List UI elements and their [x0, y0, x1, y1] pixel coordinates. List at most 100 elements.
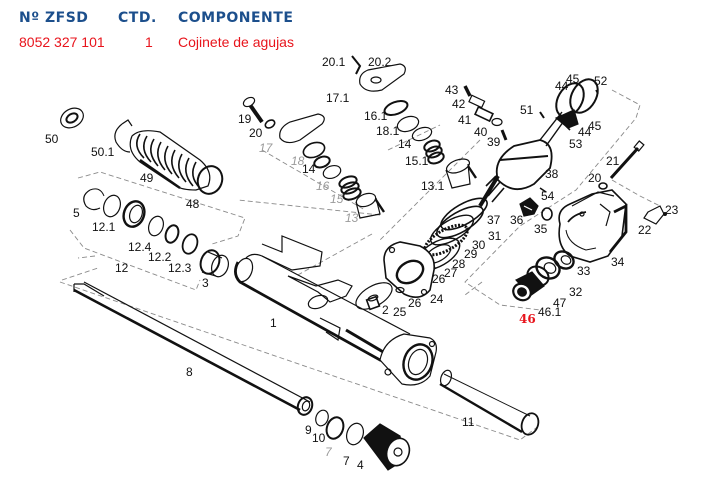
- callout-38: 38: [545, 167, 559, 181]
- part-50-seal: [60, 107, 84, 129]
- callout-7: 7: [325, 445, 332, 459]
- callout-12-1: 12.1: [92, 220, 116, 234]
- part-2-plug: [365, 294, 381, 311]
- callout-45: 45: [588, 119, 602, 133]
- callout-4: 4: [357, 458, 364, 472]
- callout-17: 17: [259, 141, 273, 155]
- part-12-bushing: [122, 200, 146, 228]
- part-20-nut: [598, 182, 608, 190]
- part-17-1-hole: [370, 76, 382, 84]
- part-3-bushing: [199, 249, 230, 278]
- part-7-ring: [345, 422, 365, 446]
- callout-20-1: 20.1: [322, 55, 346, 69]
- part-51-pin: [539, 111, 545, 119]
- callout-39: 39: [487, 135, 501, 149]
- callout-50: 50: [45, 132, 59, 146]
- callout-50-1: 50.1: [91, 145, 115, 159]
- part-39-pin: [500, 129, 508, 141]
- part-43-screw: [463, 85, 472, 97]
- part-20-bolt: [351, 55, 362, 75]
- callout-41: 41: [458, 113, 472, 127]
- part-29-bearing: [423, 223, 469, 257]
- callout-47: 47: [553, 296, 567, 310]
- part-14-ring: [313, 155, 331, 169]
- part-13-pressure-pad: [355, 192, 385, 219]
- callout-16: 16: [316, 179, 330, 193]
- callout-16-1: 16.1: [364, 109, 388, 123]
- part-17-cover: [279, 113, 325, 144]
- callout-52: 52: [594, 74, 608, 88]
- callout-48: 48: [186, 197, 200, 211]
- part-40-washer: [491, 117, 503, 127]
- callout-40: 40: [474, 125, 488, 139]
- callout-3: 3: [202, 276, 209, 290]
- part-42-clip: [468, 94, 486, 109]
- part-15-spring: [338, 175, 362, 201]
- callout-44: 44: [578, 125, 592, 139]
- part-15-1-spring: [423, 139, 445, 165]
- part-54-clip: [539, 187, 547, 193]
- column-header-component: COMPONENTE: [178, 10, 294, 26]
- part-9-ring: [315, 409, 329, 427]
- callout-23: 23: [665, 203, 679, 217]
- part-11-tube: [439, 369, 540, 436]
- callout-26: 26: [432, 272, 446, 286]
- part-number-value: 8052 327 101: [19, 34, 105, 50]
- callout-35: 35: [534, 222, 548, 236]
- part-18-cap: [302, 141, 326, 159]
- callout-20-2: 20.2: [368, 55, 392, 69]
- callout-14: 14: [302, 162, 316, 176]
- callout-13: 13: [345, 211, 359, 225]
- callout-34: 34: [611, 255, 625, 269]
- callout-24: 24: [430, 292, 444, 306]
- callout-44: 44: [555, 79, 569, 93]
- part-16-ring: [322, 164, 342, 180]
- callout-29: 29: [464, 247, 478, 261]
- part-8-rack: [73, 281, 314, 416]
- part-14-ring-upper: [411, 126, 433, 142]
- callout-46-1: 46.1: [538, 305, 562, 319]
- callout-7: 7: [343, 454, 350, 468]
- column-header-part-number: Nº ZFSD: [19, 10, 89, 26]
- part-30-ring: [429, 214, 475, 246]
- callout-18-1: 18.1: [376, 124, 400, 138]
- part-49-boot: [129, 130, 211, 191]
- callout-21: 21: [606, 154, 620, 168]
- callout-42: 42: [452, 97, 466, 111]
- part-46-needle-bearing-highlighted: [512, 271, 545, 302]
- callout-32: 32: [569, 285, 583, 299]
- callout-15-1: 15.1: [405, 154, 429, 168]
- part-18-1-cap: [396, 115, 420, 133]
- part-23-screw: [662, 212, 667, 217]
- part-34-housing: [558, 189, 628, 263]
- part-37-washer: [440, 197, 488, 231]
- callout-13-1: 13.1: [421, 179, 445, 193]
- part-24-flange: [383, 241, 436, 298]
- part-12-4-ring: [147, 215, 165, 237]
- callout-45: 45: [566, 72, 580, 86]
- part-21-bolt-head: [633, 140, 645, 152]
- callout-30: 30: [472, 238, 486, 252]
- part-12-3-ring: [181, 233, 199, 255]
- callout-12-4: 12.4: [128, 240, 152, 254]
- part-36-fitting: [519, 197, 539, 217]
- callout-51: 51: [520, 103, 534, 117]
- part-41-plate: [473, 105, 495, 123]
- part-1-housing: [234, 235, 437, 386]
- part-pinion-valve: [478, 109, 579, 208]
- callout-5: 5: [73, 206, 80, 220]
- callout-43: 43: [445, 83, 459, 97]
- part-50-1-clip-end: [121, 119, 133, 127]
- part-53-pin: [565, 125, 571, 131]
- callout-20: 20: [249, 126, 263, 140]
- part-52-pin: [595, 89, 599, 95]
- callout-17-1: 17.1: [326, 91, 350, 105]
- part-5-circlip: [83, 189, 101, 211]
- callout-15: 15: [330, 192, 344, 206]
- part-25-oring: [355, 282, 393, 310]
- callout-46-selected[interactable]: 46: [519, 312, 536, 326]
- callout-12: 12: [115, 261, 129, 275]
- part-19-bolt-head: [242, 96, 256, 108]
- part-17-1-cover: [359, 63, 406, 92]
